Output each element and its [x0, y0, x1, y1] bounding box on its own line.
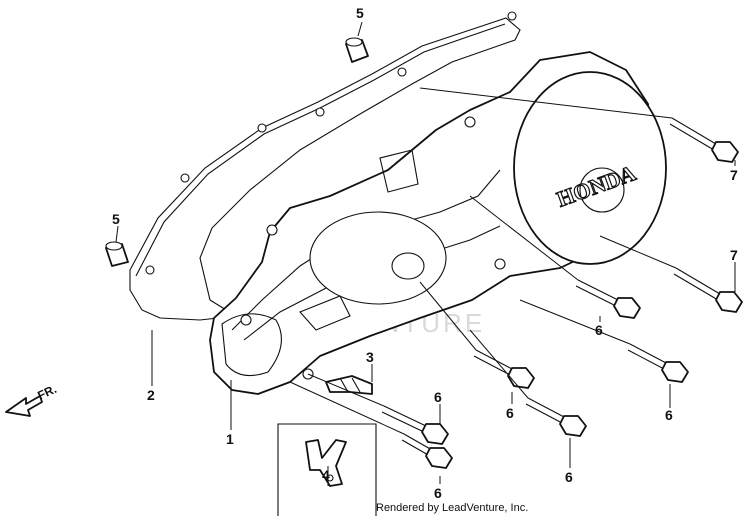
bolt-6-a[interactable]	[575, 279, 641, 319]
callout-7-upper: 7	[730, 167, 738, 183]
bolt-6-c[interactable]	[473, 349, 535, 389]
callout-3: 3	[366, 349, 374, 365]
callout-1: 1	[226, 431, 234, 447]
callout-6-a: 6	[434, 389, 442, 405]
inset-box	[277, 423, 377, 516]
front-direction-label: FR.	[35, 382, 58, 403]
callout-7-lower: 7	[730, 247, 738, 263]
left-crankcase-cover[interactable]	[209, 51, 667, 395]
cable-clip[interactable]	[325, 375, 373, 395]
callout-6-e: 6	[595, 322, 603, 338]
bolt-6-e[interactable]	[381, 405, 449, 445]
bolt-6-b[interactable]	[627, 343, 689, 383]
gasket-bolt-holes	[145, 11, 517, 275]
front-arrow-icon	[5, 395, 43, 417]
callout-6-d: 6	[565, 469, 573, 485]
bolt-6-d[interactable]	[525, 397, 587, 437]
dowel-pin-lower[interactable]	[105, 241, 129, 267]
callout-6-b: 6	[434, 485, 442, 501]
callout-2: 2	[147, 387, 155, 403]
bolt-7-lower[interactable]	[673, 267, 743, 313]
dowel-pin-upper[interactable]	[345, 37, 369, 63]
leader-lines	[115, 21, 736, 486]
callout-6-f: 6	[665, 407, 673, 423]
callout-5-lower: 5	[112, 211, 120, 227]
callout-5-upper: 5	[356, 5, 364, 21]
footer-credit: Rendered by LeadVenture, Inc.	[376, 502, 529, 514]
callout-6-c: 6	[506, 405, 514, 421]
callout-4: 4	[322, 467, 330, 483]
front-direction-indicator: FR.	[5, 382, 59, 417]
bolt-6-f[interactable]	[401, 433, 453, 469]
bolt-7-upper[interactable]	[669, 117, 739, 163]
